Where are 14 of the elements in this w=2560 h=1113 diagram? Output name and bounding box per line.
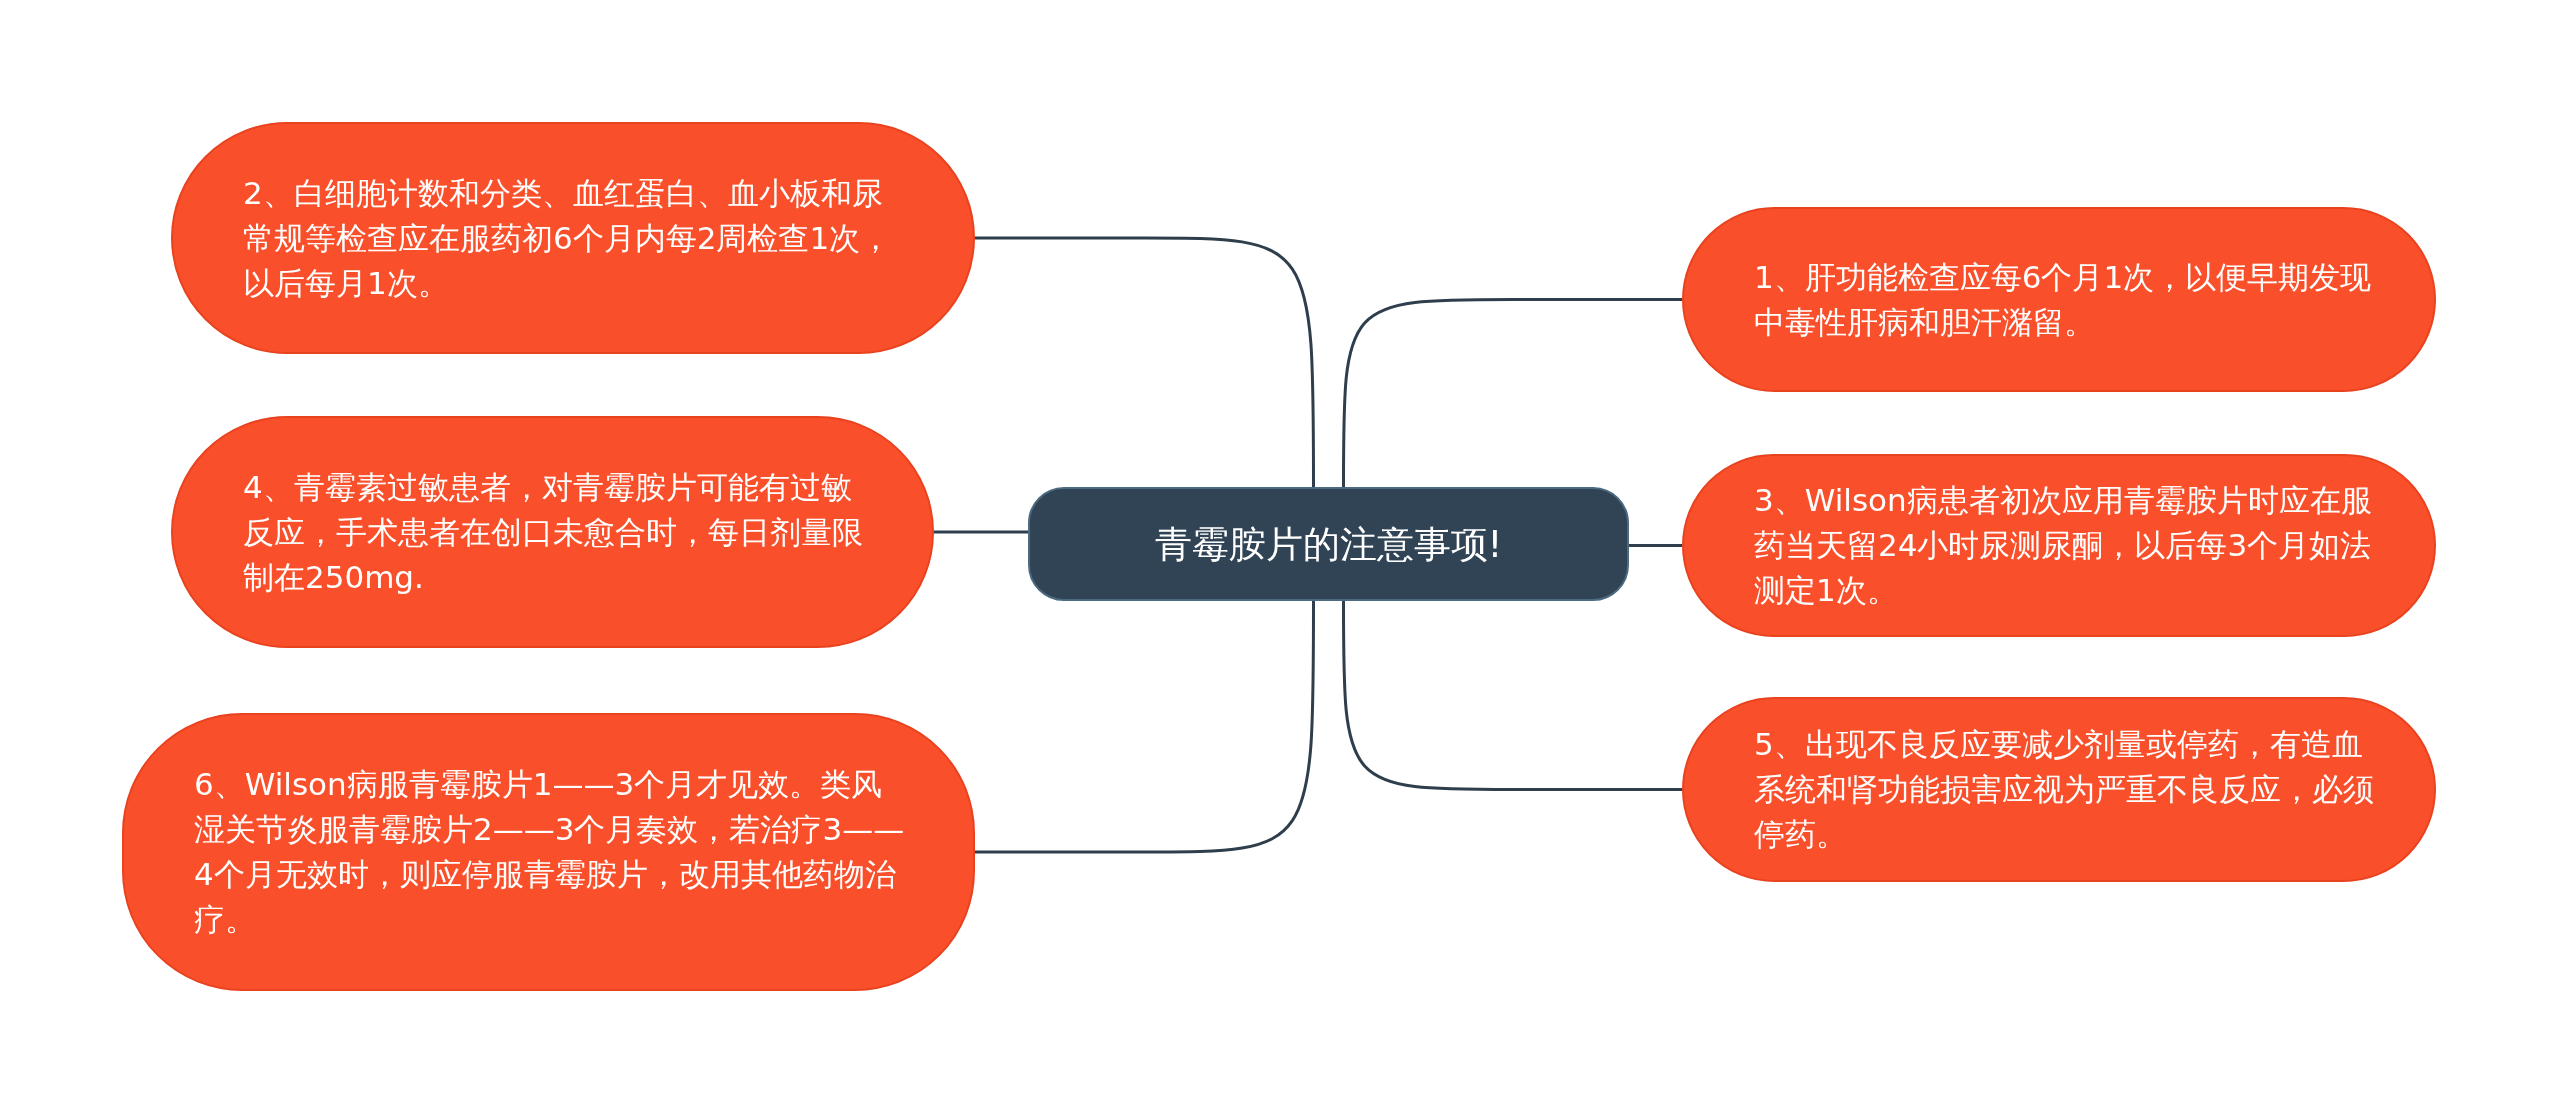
topic-box [1028, 487, 1629, 601]
connector-line [1629, 544, 1682, 547]
node-text: 4、青霉素过敏患者，对青霉胺片可能有过敏反应，手术患者在创口未愈合时，每日剂量限制在250mg. [243, 467, 864, 597]
node-text: 3、Wilson病患者初次应用青霉胺片时应在服药当天留24小时尿测尿酮，以后每3个月如法测定1次。 [1754, 481, 2373, 610]
node-text: 青霉胺片的注意事项! [1154, 521, 1503, 567]
connector-line [1342, 298, 1682, 487]
node-text: 5、出现不良反应要减少剂量或停药，有造血系统和肾功能损害应视为严重不良反应，必须停药。 [1754, 725, 2374, 854]
connector-line [1342, 601, 1682, 791]
connector-line [934, 530, 1028, 534]
node-text: 1、肝功能检查应每6个月1次，以便早期发现中毒性肝病和胆汗潴留。 [1754, 257, 2373, 342]
node-text: 2、白细胞计数和分类、血红蛋白、血小板和尿常规等检查应在服药初6个月内每2周检查1次，以后每月1次。 [243, 173, 893, 303]
connector-line [975, 236, 1315, 487]
connector-line [975, 601, 1315, 854]
node-text: 6、Wilson病服青霉胺片1——3个月才见效。类风湿关节炎服青霉胺片2——3个月奏效，若治疗3——4个月无效时，则应停服青霉胺片，改用其他药物治疗。 [194, 765, 906, 939]
